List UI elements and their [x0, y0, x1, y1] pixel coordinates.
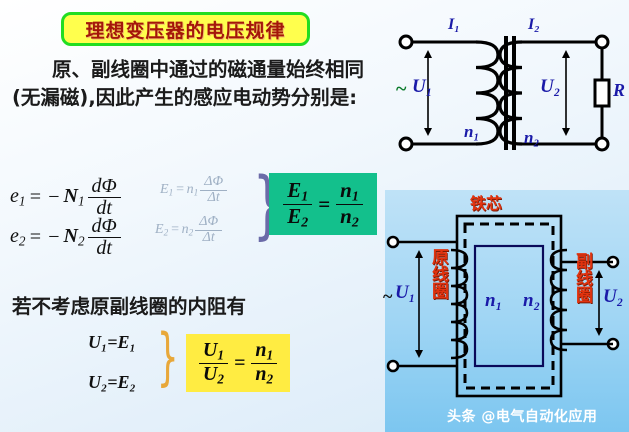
green-box-right-den: n2 — [340, 203, 359, 229]
label-core-u1: U₁ — [395, 282, 416, 303]
terminal-secondary-bottom — [594, 136, 610, 152]
label-primary-coil: 原线圈 — [428, 248, 448, 299]
arrow-u1-head-up — [424, 50, 432, 58]
label-core-u2: U₂ — [603, 286, 624, 307]
label-secondary-coil: 副线圈 — [572, 252, 592, 303]
yellow-box-left-fraction: U1 U2 — [198, 340, 228, 386]
coil-primary-windings — [450, 248, 469, 360]
ghost1-coef: n1 — [186, 182, 199, 198]
arrow-u2-head-up — [562, 50, 570, 58]
formula-e1-lhs: e1 — [10, 185, 26, 209]
label-i1: I₁ — [448, 16, 460, 33]
ghost2-numerator: ΔΦ — [195, 214, 223, 231]
formula-e2-sign: = − — [28, 226, 61, 248]
arrow-core-u2-head-up — [595, 270, 603, 278]
formula-e2-numerator: dΦ — [87, 216, 121, 238]
core-ac-symbol: ~ — [383, 286, 393, 306]
formula-u2-equals-e2: U₂=E₂ — [88, 372, 136, 392]
terminal-secondary-top — [594, 34, 610, 50]
green-box-equals: = — [318, 191, 331, 216]
formula-e1-numerator: dΦ — [87, 176, 121, 198]
green-box-right-fraction: n1 n2 — [336, 178, 363, 230]
resistor-symbol — [593, 78, 611, 108]
label-n1: n₁ — [464, 122, 480, 141]
ghost1-denominator: Δt — [207, 189, 220, 205]
result-box-voltage-ratio: U1 U2 = n1 n2 — [186, 334, 290, 392]
formula-e2-fraction: dΦ dt — [87, 216, 121, 259]
green-box-left-den: E2 — [287, 203, 309, 229]
label-iron-core: 铁芯 — [470, 194, 503, 213]
formula-e1: e1 = − N1 dΦ dt — [10, 176, 121, 219]
core-window-rect — [473, 244, 545, 368]
formula-e1-coef: N1 — [63, 185, 85, 209]
terminal-core-primary-top — [386, 235, 400, 249]
ghost2-fraction: ΔΦ Δt — [195, 214, 223, 245]
transformer-core-diagram: 铁芯 原线圈 副线圈 ~ U₁ U₂ n₁ n₂ — [383, 190, 629, 432]
page-title: 理想变压器的电压规律 — [85, 19, 286, 42]
label-i2: I₂ — [528, 16, 540, 33]
ghost2-denominator: Δt — [202, 229, 215, 245]
formula-e1-sign: = − — [28, 186, 61, 208]
arrow-u2-head-down — [562, 128, 570, 136]
ghost1-numerator: ΔΦ — [200, 174, 228, 191]
core-outer-rect — [455, 214, 563, 398]
formula-e2-lhs: e2 — [10, 225, 26, 249]
terminal-primary-bottom — [398, 136, 414, 152]
yellow-box-equals: = — [233, 351, 246, 374]
ghost2-sign: = — [170, 222, 180, 238]
formula-u1-equals-e1: U₁=E₁ — [88, 332, 136, 352]
label-core-n1: n₁ — [485, 290, 503, 311]
label-r: R — [613, 80, 626, 100]
formula-ghost-E2: E2 = n2 ΔΦ Δt — [155, 214, 223, 245]
ghost2-lhs: E2 — [155, 222, 169, 238]
transformer-circuit-diagram: I₁ I₂ ~ U₁ U₂ R n₁ n₂ — [388, 16, 629, 190]
green-box-left-fraction: E1 E2 — [283, 178, 313, 230]
label-u1: U₁ — [412, 76, 433, 97]
green-box-right-num: n1 — [336, 178, 363, 205]
terminal-core-primary-bottom — [386, 359, 400, 373]
formula-e1-fraction: dΦ dt — [87, 176, 121, 219]
yellow-box-right-num: n1 — [251, 340, 278, 364]
brace-lower: } — [156, 320, 179, 393]
formula-e2-coef: N2 — [63, 225, 85, 249]
yellow-box-left-num: U1 — [198, 340, 228, 364]
yellow-box-right-fraction: n1 n2 — [251, 340, 278, 386]
title-banner: 理想变压器的电压规律 — [61, 12, 310, 46]
arrow-core-u1-head-up — [415, 250, 423, 258]
formula-e1-denominator: dt — [96, 197, 112, 219]
core-schematic-svg — [386, 214, 620, 398]
coil-secondary — [498, 40, 523, 146]
ghost1-lhs: E1 — [160, 182, 174, 198]
label-core-n2: n₂ — [523, 290, 541, 311]
result-box-emf-ratio: E1 E2 = n1 n2 — [269, 173, 377, 235]
core-bar-left — [504, 36, 508, 150]
formula-e2: e2 = − N2 dΦ dt — [10, 216, 121, 259]
ghost1-fraction: ΔΦ Δt — [200, 174, 228, 205]
ghost1-sign: = — [175, 182, 185, 198]
formula-e2-denominator: dt — [96, 237, 112, 259]
ac-source-symbol: ~ — [396, 78, 407, 100]
label-u2: U₂ — [540, 76, 561, 97]
coil-primary — [475, 40, 500, 146]
arrow-core-u1-head-down — [415, 350, 423, 358]
terminal-primary-top — [398, 34, 414, 50]
arrow-core-u2-head-down — [595, 328, 603, 336]
watermark-text: 头条 @电气自动化应用 — [447, 409, 598, 425]
yellow-box-left-den: U2 — [202, 362, 224, 386]
formula-ghost-E1: E1 = n1 ΔΦ Δt — [160, 174, 228, 205]
ghost2-coef: n2 — [181, 222, 194, 238]
arrow-u1-head-down — [424, 128, 432, 136]
label-n2: n₂ — [524, 128, 540, 147]
yellow-box-right-den: n2 — [255, 362, 274, 386]
circuit-schematic-svg — [398, 34, 611, 152]
paragraph-no-resistance: 若不考虑原副线圈的内阻有 — [12, 295, 247, 318]
green-box-left-num: E1 — [283, 178, 313, 205]
coil-secondary-windings — [549, 248, 568, 352]
paragraph-magnetic-flux: 原、副线圈中通过的磁通量始终相同(无漏磁),因此产生的感应电动势分别是: — [12, 58, 365, 109]
